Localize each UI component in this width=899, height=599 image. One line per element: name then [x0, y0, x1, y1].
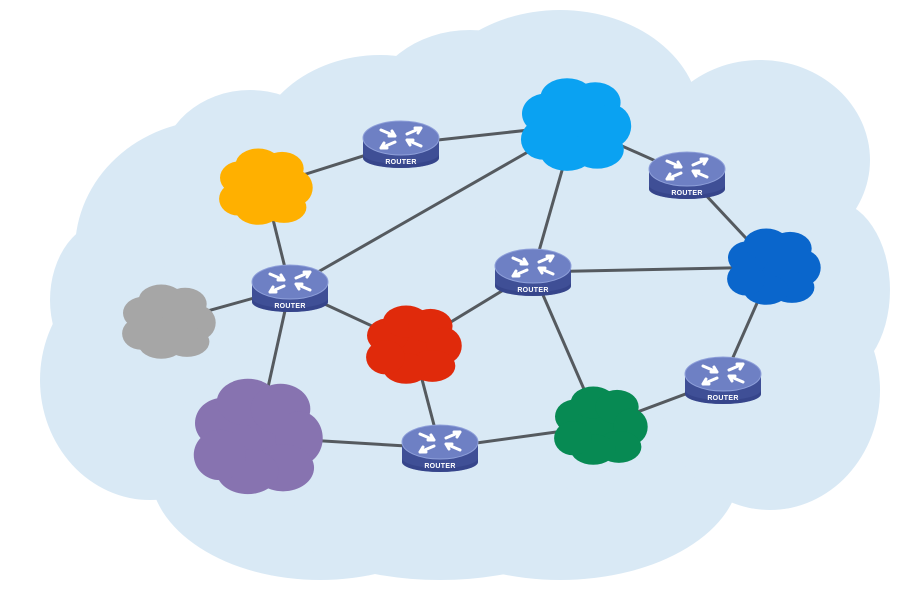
cloud-darkblue — [727, 228, 821, 305]
cloud-gray — [122, 284, 216, 359]
router-r2: ROUTER — [648, 151, 726, 199]
router-arrows-icon — [379, 126, 423, 150]
cloud-green — [554, 386, 648, 465]
router-arrows-icon — [418, 430, 462, 454]
network-clouds — [122, 78, 821, 495]
router-label: ROUTER — [274, 303, 305, 310]
cloud-orange — [219, 148, 313, 225]
router-label: ROUTER — [517, 287, 548, 294]
router-label: ROUTER — [707, 395, 738, 402]
router-r4: ROUTER — [494, 248, 572, 296]
router-r5: ROUTER — [401, 424, 479, 472]
router-arrows-icon — [268, 270, 312, 294]
routers: ROUTER ROUTER ROUTER ROUTER ROUTER ROUTER — [251, 120, 762, 472]
router-label: ROUTER — [385, 159, 416, 166]
router-label: ROUTER — [671, 190, 702, 197]
router-r1: ROUTER — [362, 120, 440, 168]
router-arrows-icon — [701, 362, 745, 386]
router-arrows-icon — [511, 254, 555, 278]
cloud-purple — [193, 378, 323, 495]
router-arrows-icon — [665, 157, 709, 181]
cloud-lightblue — [520, 78, 632, 171]
router-r3: ROUTER — [251, 264, 329, 312]
cloud-red — [366, 305, 462, 384]
router-label: ROUTER — [424, 463, 455, 470]
router-r6: ROUTER — [684, 356, 762, 404]
